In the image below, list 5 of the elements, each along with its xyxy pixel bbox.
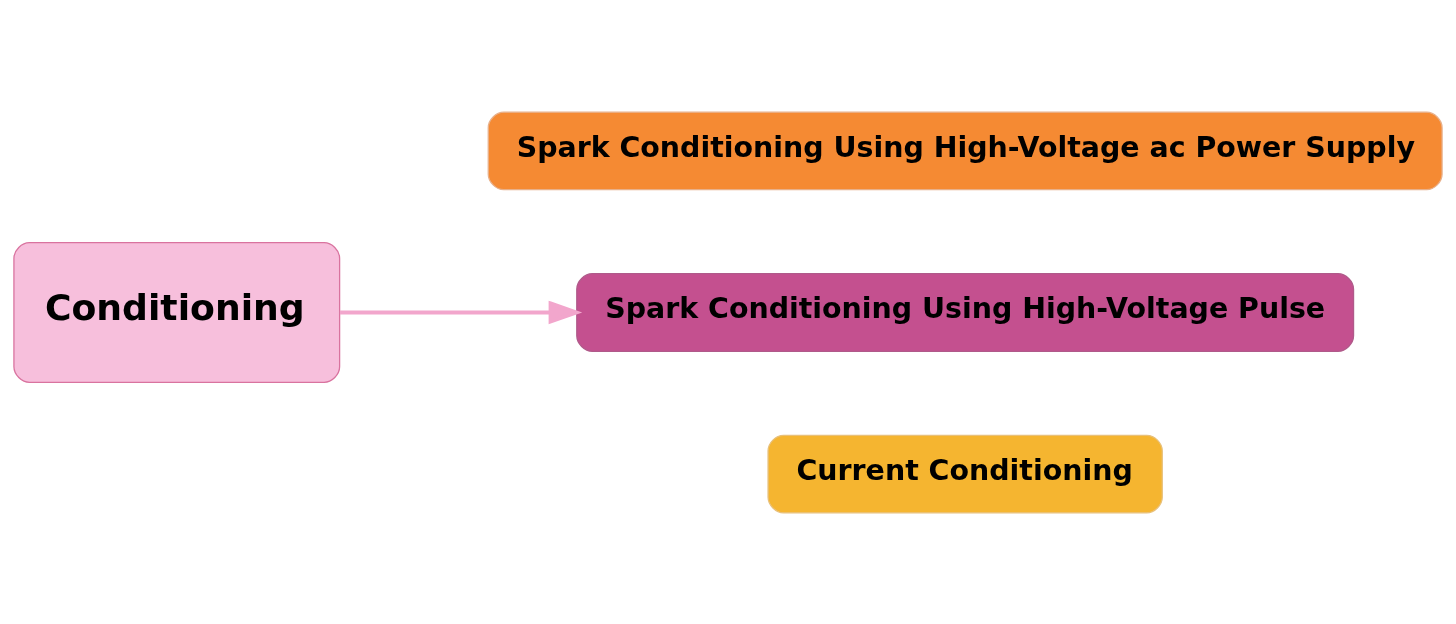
node-box: Spark Conditioning Using High-Voltage ac Power Supply bbox=[487, 111, 1443, 190]
node-box: Conditioning bbox=[13, 241, 341, 383]
node-box: Current Conditioning bbox=[767, 434, 1163, 513]
node-box: Spark Conditioning Using High-Voltage Pulse bbox=[576, 272, 1355, 352]
arrow bbox=[339, 300, 583, 324]
